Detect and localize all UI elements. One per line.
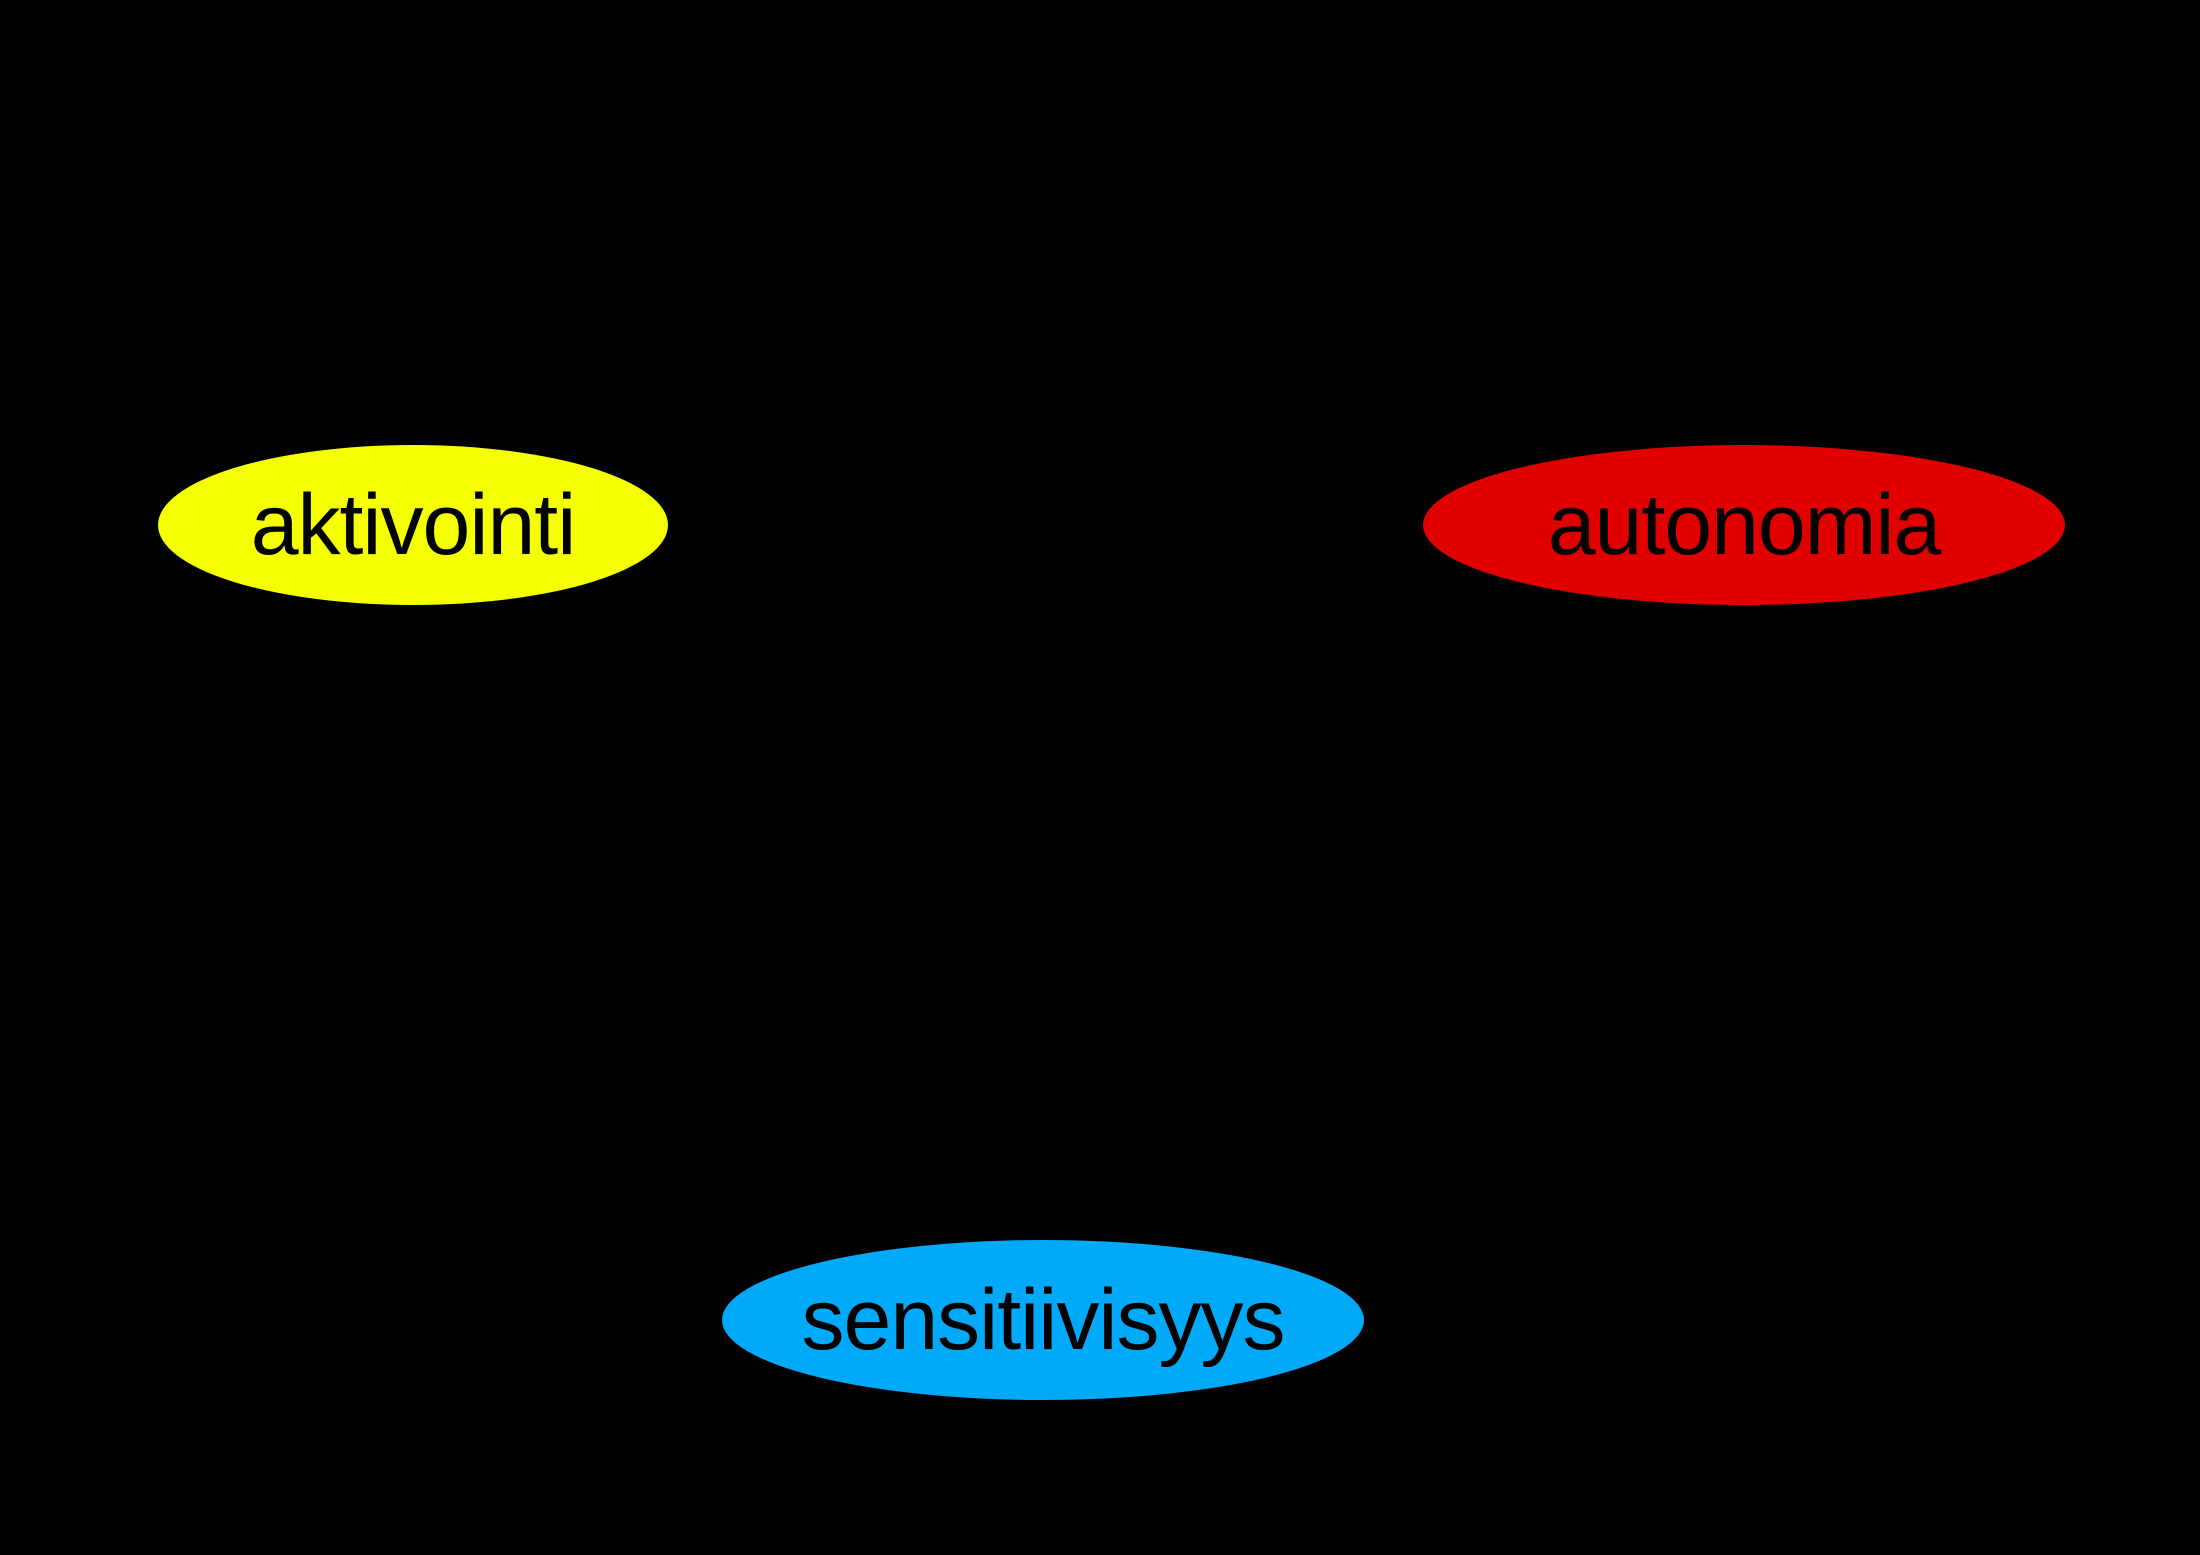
- node-label-autonomia: autonomia: [1547, 477, 1942, 573]
- node-sensitiivisyys: sensitiivisyys: [722, 1240, 1364, 1400]
- node-label-sensitiivisyys: sensitiivisyys: [801, 1272, 1286, 1368]
- node-aktivointi: aktivointi: [158, 445, 668, 605]
- node-autonomia: autonomia: [1423, 445, 2065, 605]
- node-label-aktivointi: aktivointi: [250, 477, 577, 573]
